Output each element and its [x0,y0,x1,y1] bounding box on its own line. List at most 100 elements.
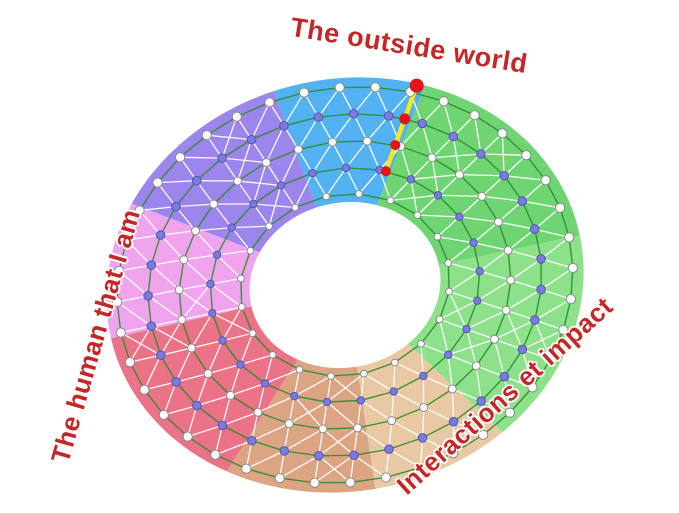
graph-node[interactable] [155,230,166,240]
graph-node[interactable] [248,329,257,338]
graph-node[interactable] [356,396,366,405]
graph-node[interactable] [413,211,422,220]
graph-node[interactable] [501,305,511,315]
highlighted-node[interactable] [390,140,401,151]
graph-node[interactable] [417,433,428,443]
graph-node[interactable] [417,339,425,348]
graph-node[interactable] [473,296,482,305]
graph-node[interactable] [419,402,429,412]
graph-node[interactable] [208,308,217,318]
graph-node[interactable] [506,275,516,285]
graph-node[interactable] [187,343,197,353]
graph-node[interactable] [471,361,481,371]
graph-node[interactable] [359,369,368,378]
graph-node[interactable] [499,170,509,181]
graph-node[interactable] [433,191,443,200]
graph-node[interactable] [478,429,489,440]
graph-node[interactable] [536,254,546,264]
graph-node[interactable] [291,203,300,212]
graph-node[interactable] [469,238,478,247]
graph-node[interactable] [192,400,202,411]
highlighted-node[interactable] [380,166,391,177]
graph-node[interactable] [517,196,528,206]
graph-node[interactable] [308,168,317,178]
graph-node[interactable] [448,416,459,427]
graph-node[interactable] [384,444,394,455]
graph-node[interactable] [260,379,270,388]
graph-node[interactable] [327,372,335,381]
graph-node[interactable] [298,87,310,98]
graph-node[interactable] [241,463,252,474]
graph-node[interactable] [558,324,569,336]
graph-node[interactable] [564,232,575,243]
graph-node[interactable] [217,420,228,431]
graph-node[interactable] [261,158,271,168]
graph-node[interactable] [355,189,363,198]
graph-node[interactable] [313,451,324,461]
graph-node[interactable] [203,369,213,379]
graph-node[interactable] [249,199,258,209]
graph-node[interactable] [427,153,437,163]
graph-node[interactable] [383,111,394,121]
graph-node[interactable] [521,150,532,161]
graph-node[interactable] [212,250,222,260]
graph-node[interactable] [146,321,157,331]
graph-node[interactable] [462,324,471,334]
graph-node[interactable] [545,354,556,365]
graph-node[interactable] [115,327,126,338]
graph-node[interactable] [227,223,236,232]
graph-node[interactable] [158,409,169,420]
graph-node[interactable] [174,285,184,295]
graph-node[interactable] [530,315,540,325]
graph-node[interactable] [448,448,459,459]
graph-node[interactable] [253,407,263,417]
graph-node[interactable] [504,407,515,418]
graph-node[interactable] [146,260,157,270]
graph-node[interactable] [389,387,398,396]
graph-node[interactable] [493,217,503,227]
graph-node[interactable] [295,365,304,374]
graph-node[interactable] [322,192,331,201]
graph-node[interactable] [139,384,150,395]
graph-node[interactable] [327,137,337,147]
graph-node[interactable] [171,201,181,212]
graph-node[interactable] [417,118,428,129]
graph-node[interactable] [540,175,551,186]
graph-node[interactable] [201,130,212,141]
graph-node[interactable] [231,111,242,122]
graph-node[interactable] [448,131,459,142]
graph-node[interactable] [233,176,243,186]
graph-node[interactable] [438,96,449,107]
graph-node[interactable] [503,245,513,255]
graph-node[interactable] [279,446,290,456]
graph-node[interactable] [155,350,166,360]
highlighted-node[interactable] [409,78,424,93]
graph-node[interactable] [112,296,123,308]
graph-node[interactable] [290,392,299,401]
graph-node[interactable] [121,234,132,246]
graph-node[interactable] [454,170,464,180]
graph-node[interactable] [517,344,528,355]
graph-node[interactable] [476,396,486,406]
graph-node[interactable] [362,136,372,146]
graph-node[interactable] [274,472,285,484]
graph-node[interactable] [322,397,332,407]
graph-node[interactable] [390,358,399,367]
graph-node[interactable] [134,205,145,216]
graph-node[interactable] [489,334,499,344]
graph-node[interactable] [309,477,320,488]
graph-node[interactable] [419,371,428,381]
graph-node[interactable] [247,435,257,446]
graph-node[interactable] [477,191,487,201]
graph-node[interactable] [175,152,186,163]
graph-node[interactable] [415,462,426,473]
graph-node[interactable] [334,82,345,93]
graph-node[interactable] [445,287,453,296]
graph-node[interactable] [293,144,303,154]
graph-node[interactable] [345,477,356,488]
graph-node[interactable] [264,97,275,108]
graph-node[interactable] [349,450,359,461]
graph-node[interactable] [443,350,453,359]
graph-node[interactable] [476,149,486,159]
graph-node[interactable] [246,246,255,255]
